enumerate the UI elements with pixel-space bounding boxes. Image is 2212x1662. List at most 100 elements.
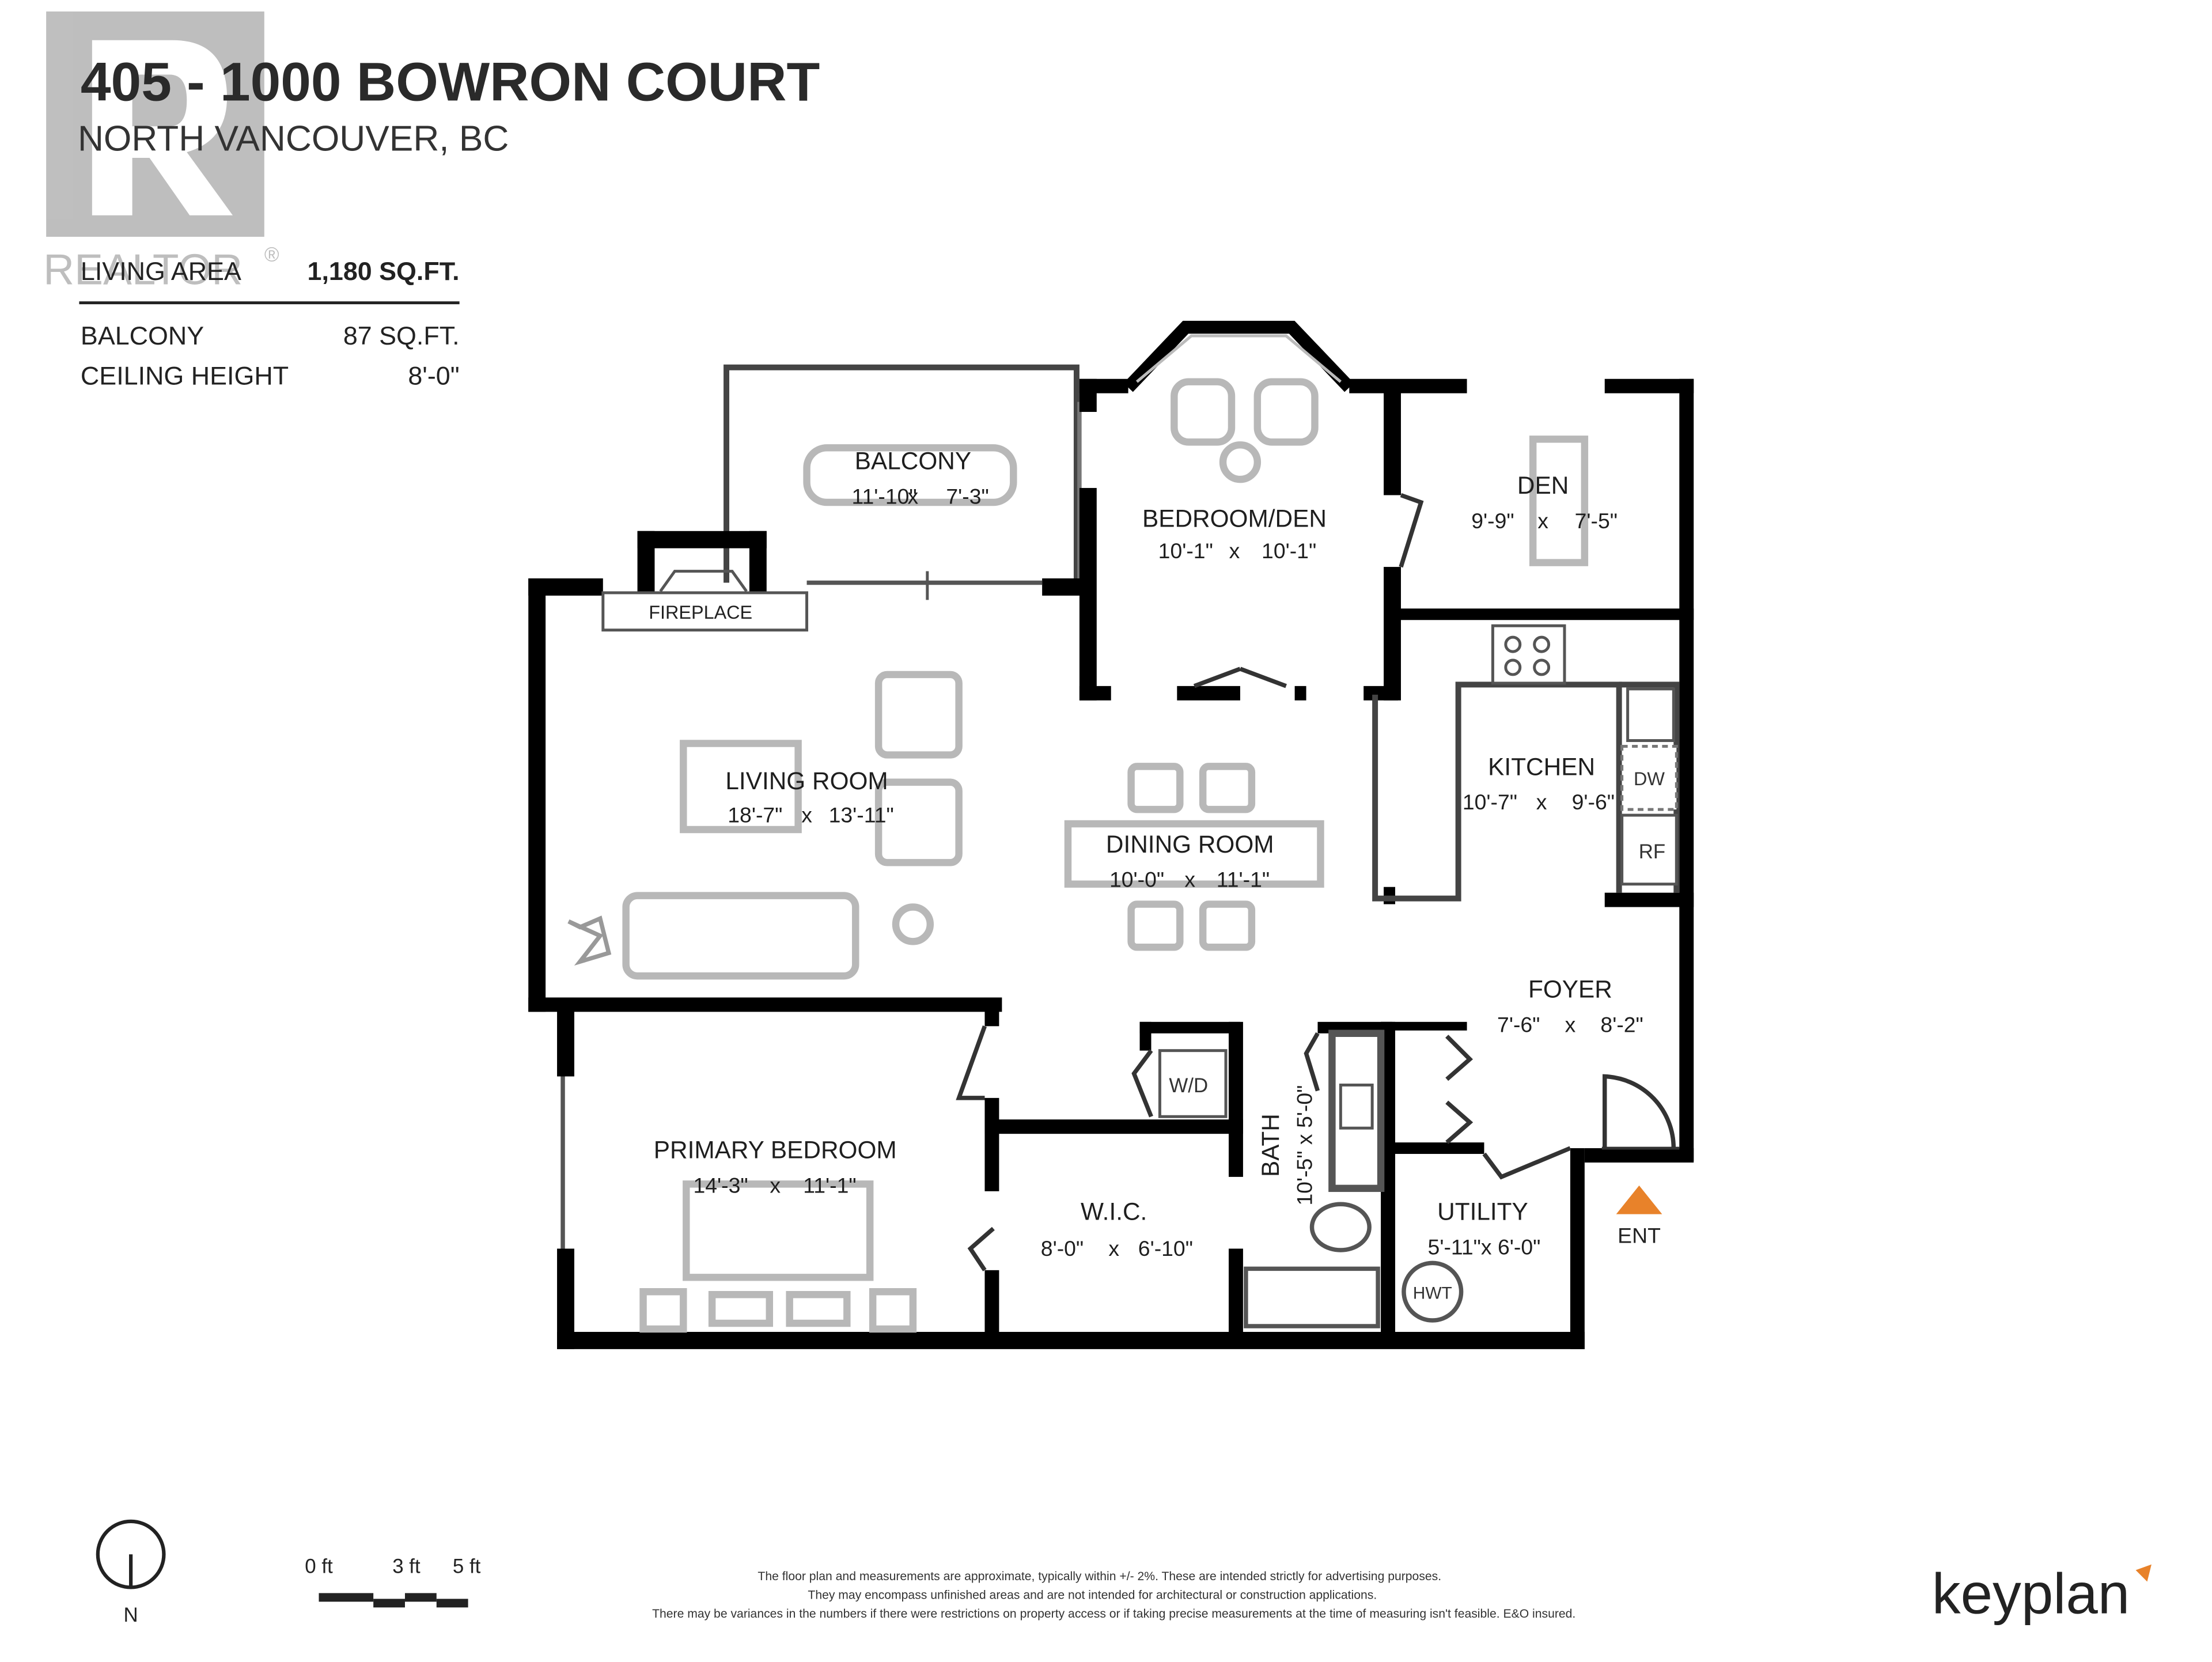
wall-laundry-top (1139, 1021, 1240, 1033)
nightstand-2 (869, 1288, 917, 1333)
room-x-den: x (1537, 509, 1548, 533)
room-name-dining-room: DINING ROOM (1106, 831, 1274, 858)
wall-closet-stub (984, 997, 999, 1027)
room-width-bedroom-den: 10'-1" (1158, 539, 1213, 563)
door-bedden (1399, 493, 1424, 568)
den-desk (1529, 436, 1589, 566)
wall-wic-north (984, 1119, 1243, 1134)
city-subtitle: NORTH VANCOUVER, BC (78, 119, 509, 159)
room-name-primary-bedroom: PRIMARY BEDROOM (654, 1137, 897, 1164)
disclaimer: The floor plan and measurements are appr… (652, 1570, 1575, 1621)
pillow-1 (708, 1290, 774, 1327)
compass: N (96, 1519, 166, 1626)
room-width-dining-room: 10'-0" (1109, 868, 1164, 892)
disclaimer-line-3: There may be variances in the numbers if… (652, 1607, 1575, 1621)
disclaimer-line-2: They may encompass unfinished areas and … (808, 1588, 1377, 1602)
room-name-living-room: LIVING ROOM (725, 767, 888, 794)
room-dims-bath: 10'-5" x 5'-0" (1293, 1085, 1317, 1206)
bedden-side-table (1219, 441, 1262, 483)
door-utility (1482, 1146, 1571, 1180)
water-heater (1402, 1260, 1464, 1323)
address-title: 405 - 1000 BOWRON COURT (81, 51, 820, 112)
room-width-kitchen: 10'-7" (1463, 790, 1517, 814)
stove (1491, 624, 1566, 685)
room-height-balcony: 7'-3" (946, 484, 988, 508)
balcony-lounger (803, 444, 1017, 506)
bathtub (1244, 1266, 1380, 1328)
dishwasher-label: DW (1634, 768, 1665, 789)
scale-segment-3 (404, 1593, 437, 1602)
room-name-wic: W.I.C. (1081, 1198, 1147, 1225)
scale-tick-3: 3 ft (392, 1555, 421, 1578)
wall-living-north-a (528, 578, 603, 596)
wall-den-north-a (1349, 378, 1467, 393)
door-bedden-french (1193, 667, 1287, 688)
coffee-table (680, 740, 802, 834)
room-width-den: 9'-9" (1471, 509, 1514, 533)
entrance-triangle-icon (1616, 1185, 1662, 1214)
room-x-wic: x (1108, 1236, 1119, 1260)
keyplan-logo: keyplan (1932, 1562, 2152, 1626)
room-x-kitchen: x (1536, 790, 1547, 814)
closet-bifold (1445, 1035, 1474, 1144)
door-entry (1603, 1074, 1676, 1149)
room-name-den: DEN (1517, 472, 1569, 499)
stat-label-ceiling-height: CEILING HEIGHT (81, 361, 289, 391)
pillow-2 (786, 1290, 851, 1327)
wall-fireplace-top (637, 531, 767, 548)
plant-icon (567, 915, 612, 966)
dining-chair-3 (1127, 900, 1184, 951)
vanity-sink (1339, 1083, 1374, 1130)
washer-dryer (1158, 1049, 1228, 1118)
wall-living-west (528, 578, 546, 1012)
fridge-label: RF (1639, 841, 1665, 863)
bed (683, 1180, 874, 1281)
stat-value-ceiling-height: 8'-0" (408, 361, 459, 391)
wall-ent-return (1584, 1148, 1694, 1163)
dining-chair-1 (1127, 763, 1184, 813)
realtor-registered-mark: ® (264, 243, 279, 266)
wall-bedden-south-b (1177, 686, 1240, 701)
toilet (1309, 1202, 1372, 1252)
kitchen-sink (1626, 687, 1675, 743)
scale-tick-0: 0 ft (305, 1555, 333, 1578)
room-name-utility: UTILITY (1437, 1198, 1528, 1225)
stove-top (1491, 624, 1566, 685)
armchair-1 (874, 671, 963, 759)
room-labels: BALCONY 11'-10" x 7'-3" BEDROOM/DEN 10'-… (654, 448, 1643, 1260)
wall-utility-north (1381, 1142, 1484, 1154)
wall-laundry-west (1139, 1021, 1152, 1051)
room-name-bedroom-den: BEDROOM/DEN (1142, 505, 1327, 532)
dining-chair-4 (1199, 900, 1256, 951)
wall-bedden-south-c (1294, 686, 1306, 701)
bay-window (1123, 320, 1354, 392)
stat-label-balcony: BALCONY (81, 321, 204, 350)
room-height-dining-room: 11'-1" (1217, 868, 1270, 892)
realtor-r-glyph (92, 40, 233, 215)
room-x-living-room: x (801, 803, 812, 827)
fireplace-label: FIREPLACE (649, 602, 752, 623)
door-living-primary (956, 1025, 987, 1100)
entrance-marker: ENT (1616, 1185, 1662, 1248)
scale-tick-5: 5 ft (453, 1555, 481, 1578)
wall-bedden-east-a (1384, 387, 1401, 495)
realtor-logo: REALTOR ® (43, 11, 279, 293)
scale-segment-4 (436, 1599, 468, 1608)
room-x-dining-room: x (1184, 868, 1195, 892)
keyplan-accent-icon (2135, 1564, 2152, 1582)
room-height-primary-bedroom: 11'-1" (803, 1173, 856, 1197)
wall-kitchen-south (1604, 892, 1694, 907)
water-heater-label: HWT (1413, 1284, 1452, 1303)
burner-2 (1533, 635, 1551, 653)
nightstand-1 (639, 1288, 687, 1333)
wall-bedden-south-a (1079, 686, 1111, 701)
burner-1 (1504, 635, 1522, 653)
wall-primary-north (528, 997, 1002, 1012)
fireplace-hearth (601, 591, 809, 632)
balcony-outline (724, 364, 1080, 583)
burner-4 (1533, 658, 1551, 676)
room-height-kitchen: 9'-6" (1572, 790, 1615, 814)
bedden-chair-1 (1171, 378, 1236, 446)
disclaimer-line-1: The floor plan and measurements are appr… (757, 1570, 1441, 1583)
